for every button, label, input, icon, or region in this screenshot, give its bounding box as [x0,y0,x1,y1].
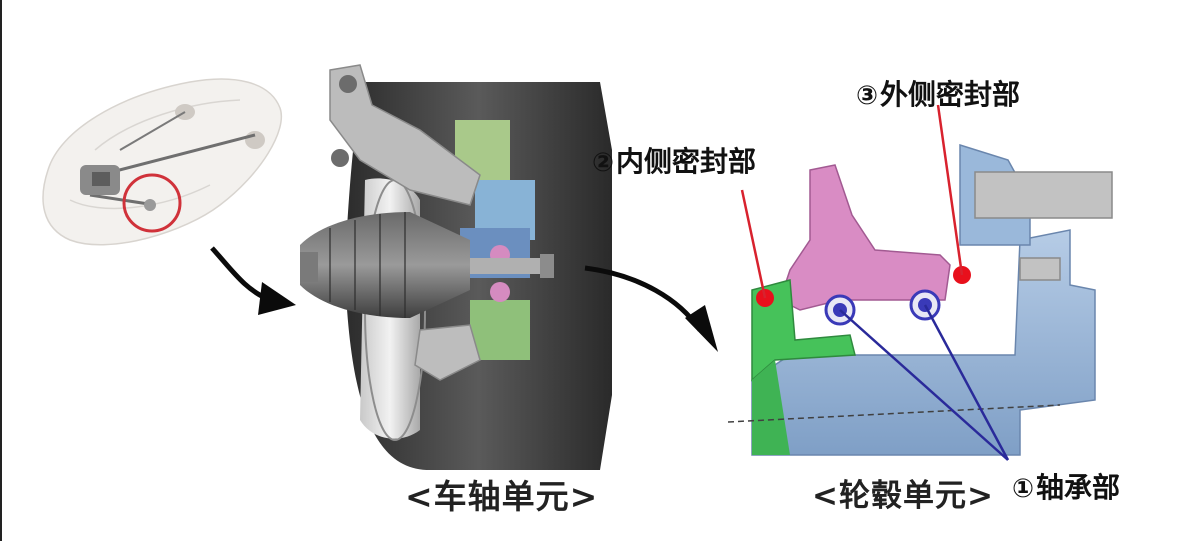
arrow-icon [210,246,296,315]
arrow-icon [584,265,718,352]
bearing-label: ①轴承部 [1012,466,1120,506]
inner-seal-text: 内侧密封部 [616,145,757,178]
car-icon [42,78,283,246]
outer-seal-marker: ③ [856,81,879,111]
bearing-marker: ① [1012,474,1035,504]
inner-seal-marker: ② [592,148,615,178]
outer-seal-label: ③外侧密封部 [856,73,1020,113]
wheel-assembly-icon [300,64,612,470]
left-border [0,0,2,541]
hub-unit-caption: <轮毂单元> [812,478,994,514]
bearing-text: 轴承部 [1036,471,1121,504]
outer-seal-text: 外侧密封部 [880,78,1021,111]
hub-cross-section-icon [727,104,1113,461]
axle-unit-caption: <车轴单元> [405,477,599,516]
inner-seal-label: ②内侧密封部 [592,140,756,180]
